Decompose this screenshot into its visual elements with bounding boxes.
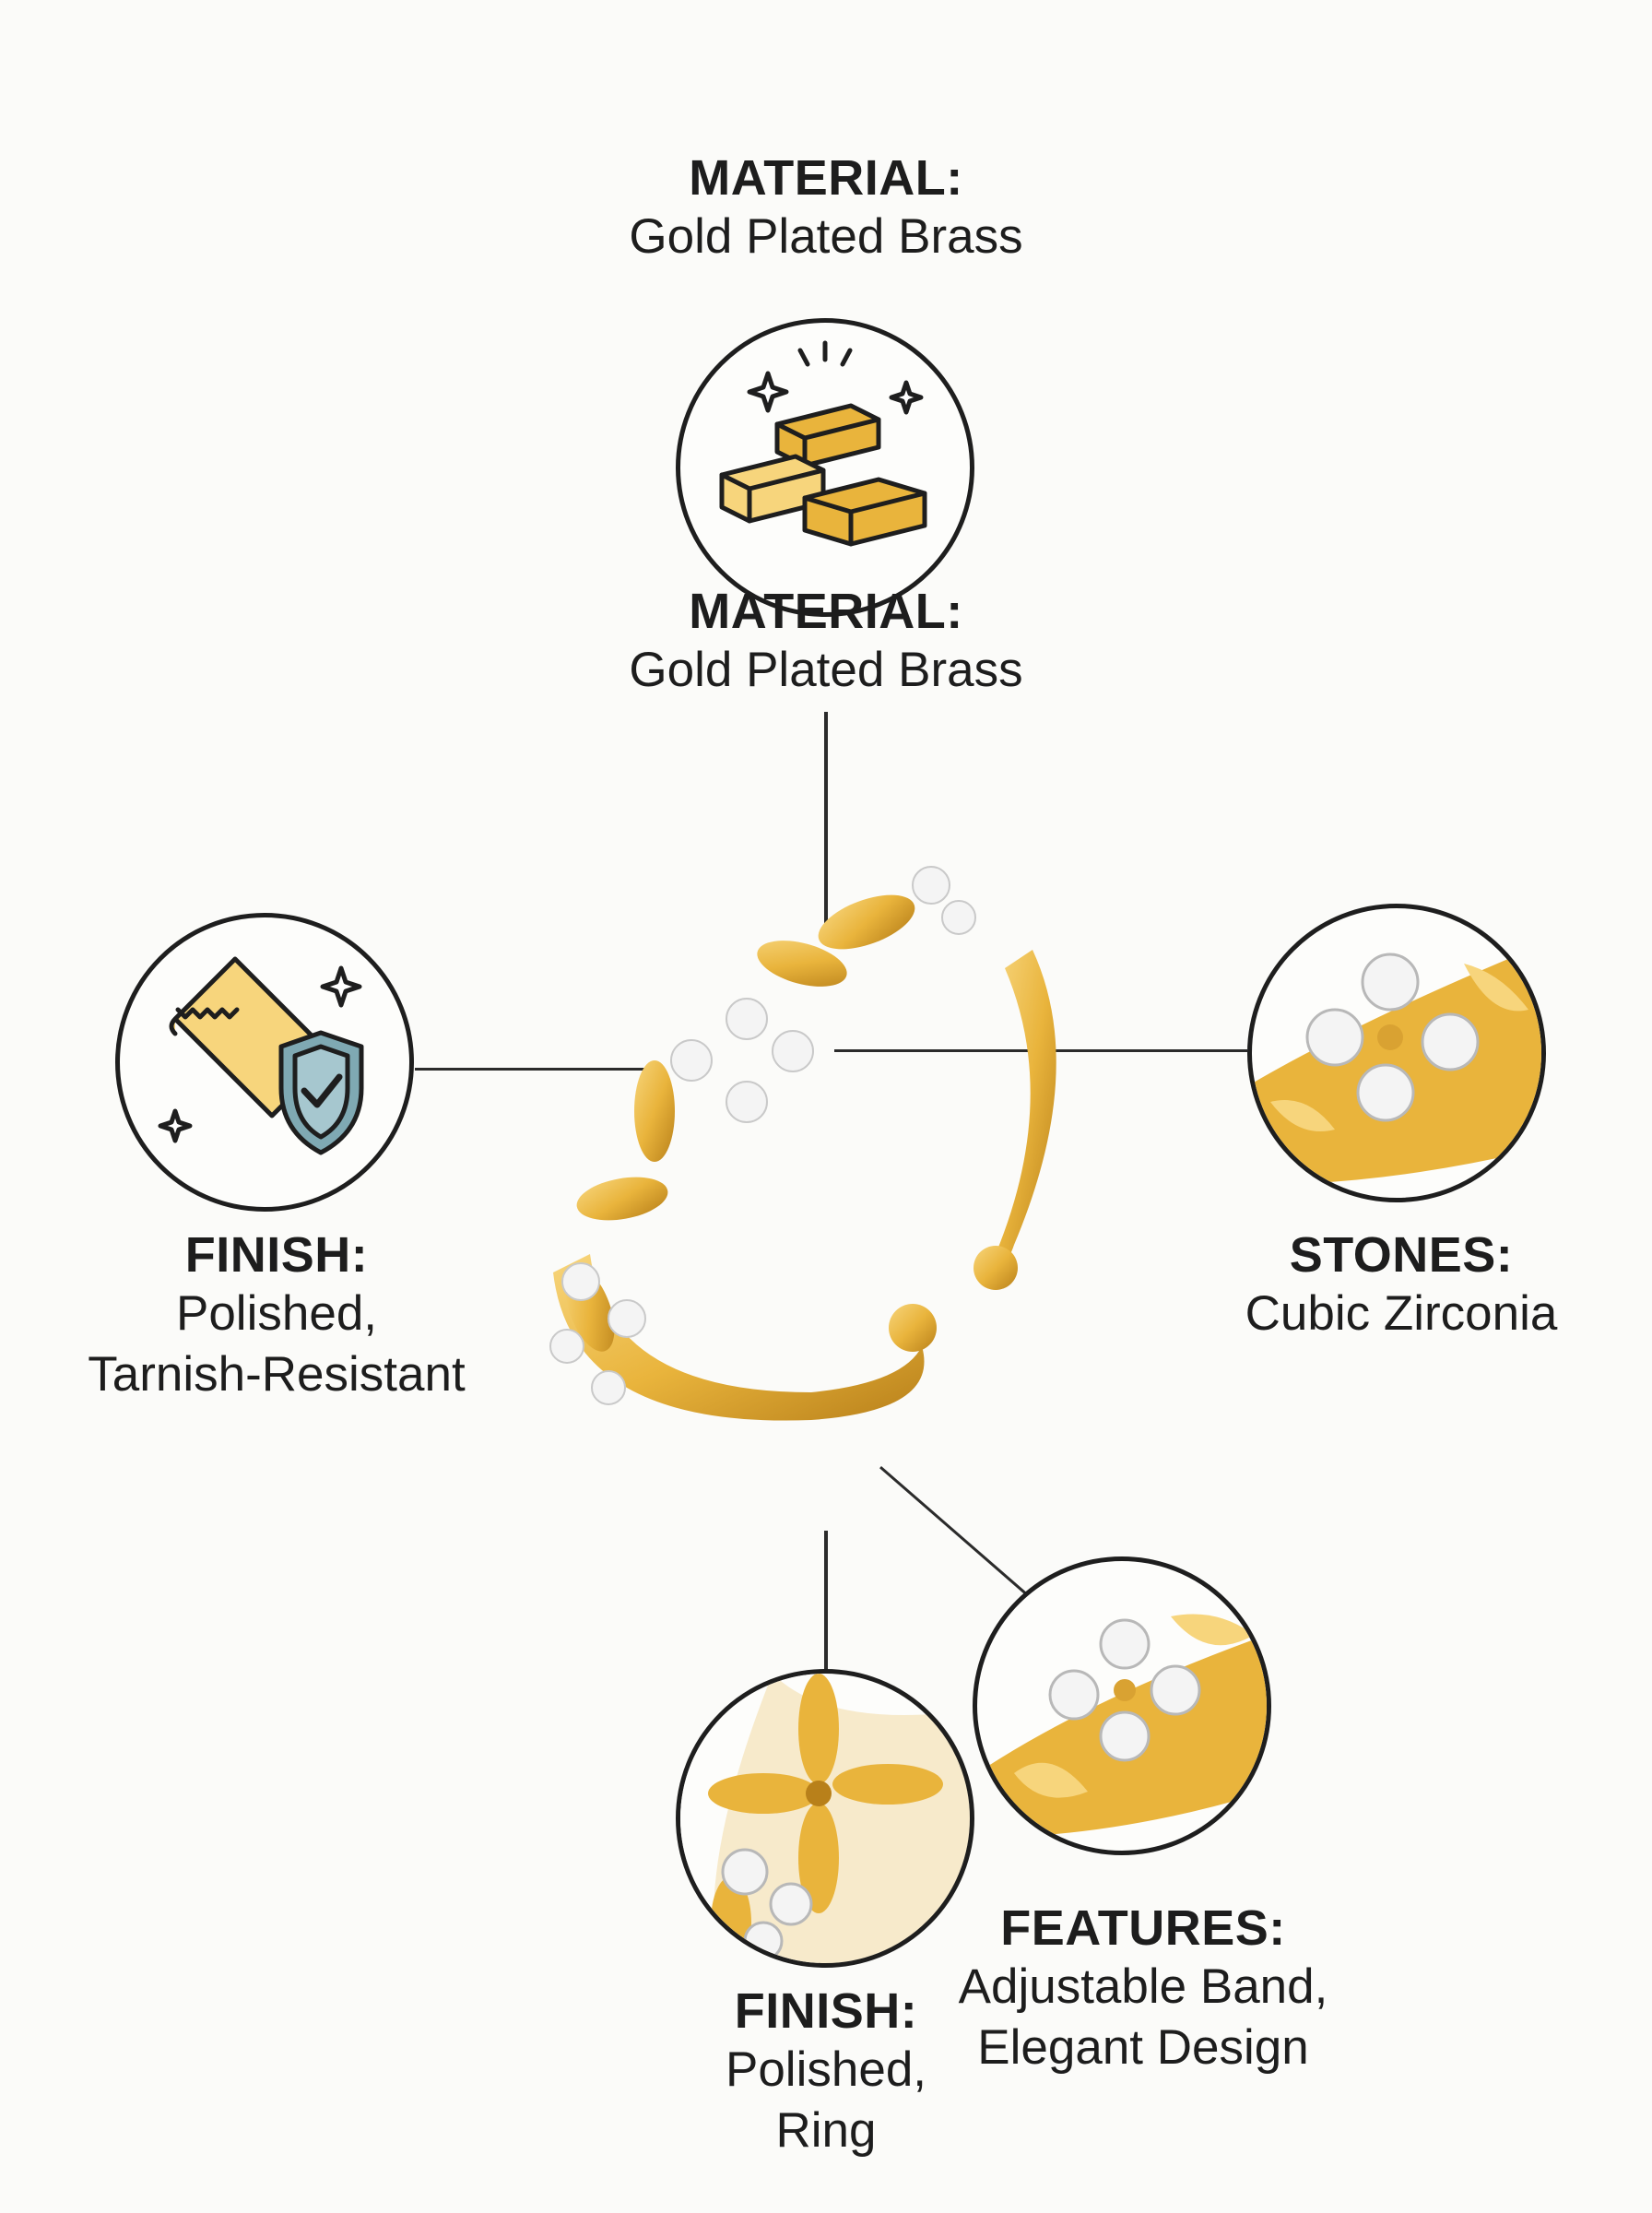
gold-ring-image xyxy=(549,866,1056,1421)
finish-value-line2: Ring xyxy=(775,2103,877,2158)
material-label-top: MATERIAL: Gold Plated Brass xyxy=(549,149,1103,267)
ring-detail-closeup xyxy=(977,1614,1267,1838)
features-circle xyxy=(973,1556,1271,1855)
ring-petal-closeup xyxy=(680,1674,970,1963)
finish-label-bottom: FINISH: Polished, Ring xyxy=(596,1982,1056,2161)
finish-value-line1: Polished, xyxy=(175,1286,378,1341)
material-heading: MATERIAL: xyxy=(689,150,963,206)
connector-line-bottom xyxy=(824,1531,828,1683)
finish-heading: FINISH: xyxy=(184,1227,369,1283)
finish-value-line1: Polished, xyxy=(725,2042,927,2097)
connector-line-top xyxy=(824,712,828,924)
material-label-mid: MATERIAL: Gold Plated Brass xyxy=(549,583,1103,701)
stones-heading: STONES: xyxy=(1289,1227,1514,1283)
finish-circle xyxy=(115,913,414,1212)
polishing-cloth-shield-icon xyxy=(158,956,364,1155)
finish-heading: FINISH: xyxy=(734,1983,918,2039)
material-heading: MATERIAL: xyxy=(689,584,963,639)
features-value-line1: Adjustable Band, xyxy=(958,1959,1328,2014)
finish-value-line2: Tarnish-Resistant xyxy=(88,1347,466,1402)
stones-circle xyxy=(1247,904,1546,1202)
features-heading: FEATURES: xyxy=(1000,1900,1286,1956)
material-value: Gold Plated Brass xyxy=(629,643,1023,697)
features-label: FEATURES: Adjustable Band, Elegant Desig… xyxy=(903,1899,1383,2078)
stones-label: STONES: Cubic Zirconia xyxy=(1162,1226,1641,1344)
finish-label-left: FINISH: Polished, Tarnish-Resistant xyxy=(37,1226,516,1405)
ring-stones-closeup xyxy=(1252,945,1541,1185)
gold-bars-icon xyxy=(719,340,927,547)
connector-line-left xyxy=(415,1068,655,1071)
material-value: Gold Plated Brass xyxy=(629,209,1023,264)
finish-bottom-circle xyxy=(676,1669,974,1968)
stones-value: Cubic Zirconia xyxy=(1245,1286,1558,1341)
material-circle xyxy=(676,318,974,617)
features-value-line2: Elegant Design xyxy=(977,2020,1309,2075)
